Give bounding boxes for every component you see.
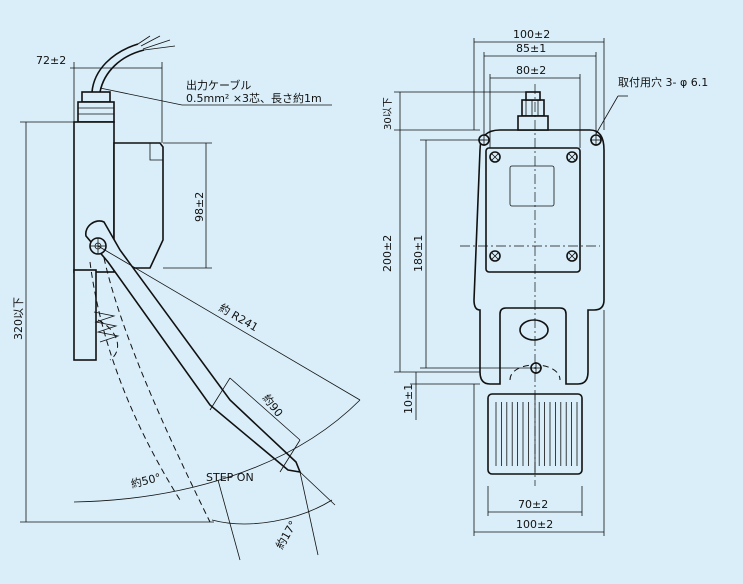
dim-pedal-length: 約90 [260,391,286,419]
dim-cable-offset: 72±2 [36,54,66,67]
mount-hole-top-right [590,134,602,146]
radius-arc-50 [73,399,361,503]
front-cable-gland [517,91,549,131]
dim-base-width: 100±2 [516,518,553,531]
dim-length-total: 200±2 [381,235,394,272]
radius-arc-17 [211,499,333,525]
dim-length-holes: 180±1 [412,235,425,272]
dim-pedal-width: 70±2 [518,498,548,511]
switch-box [485,147,581,273]
dim-angle-stroke: 約50° [129,470,162,491]
callout-mount-hole: 取付用穴 3- φ 6.1 [618,75,708,89]
dim-bottom-offset: 10±1 [402,384,415,414]
oval-window [519,319,549,341]
dim-top-offset: 30以下 [383,97,394,130]
dim-body-height: 98±2 [193,192,206,222]
side-view: 72±2 出力ケーブル 0.5mm² ×3芯、長さ約1m 98±2 320以下 … [12,35,361,561]
dim-total-height: 320以下 [12,297,25,340]
dim-width-total: 100±2 [513,28,550,41]
dim-angle-step: 約17° [272,518,299,551]
callout-cable-spec: 0.5mm² ×3芯、長さ約1m [186,91,322,105]
switch-housing [73,121,164,361]
callout-cable-title: 出力ケーブル [186,78,251,92]
label-step-on: STEP ON [206,471,254,484]
return-spring [93,311,120,343]
front-view: 100±2 85±1 80±2 取付用穴 3- φ 6.1 30以下 200±2… [381,28,708,536]
dim-width-holes: 85±1 [516,42,546,55]
box-screws [489,151,578,262]
pedal-pressed-outline [89,257,211,523]
dim-width-box: 80±2 [516,64,546,77]
cable-gland [77,91,115,123]
output-cable [91,35,176,93]
